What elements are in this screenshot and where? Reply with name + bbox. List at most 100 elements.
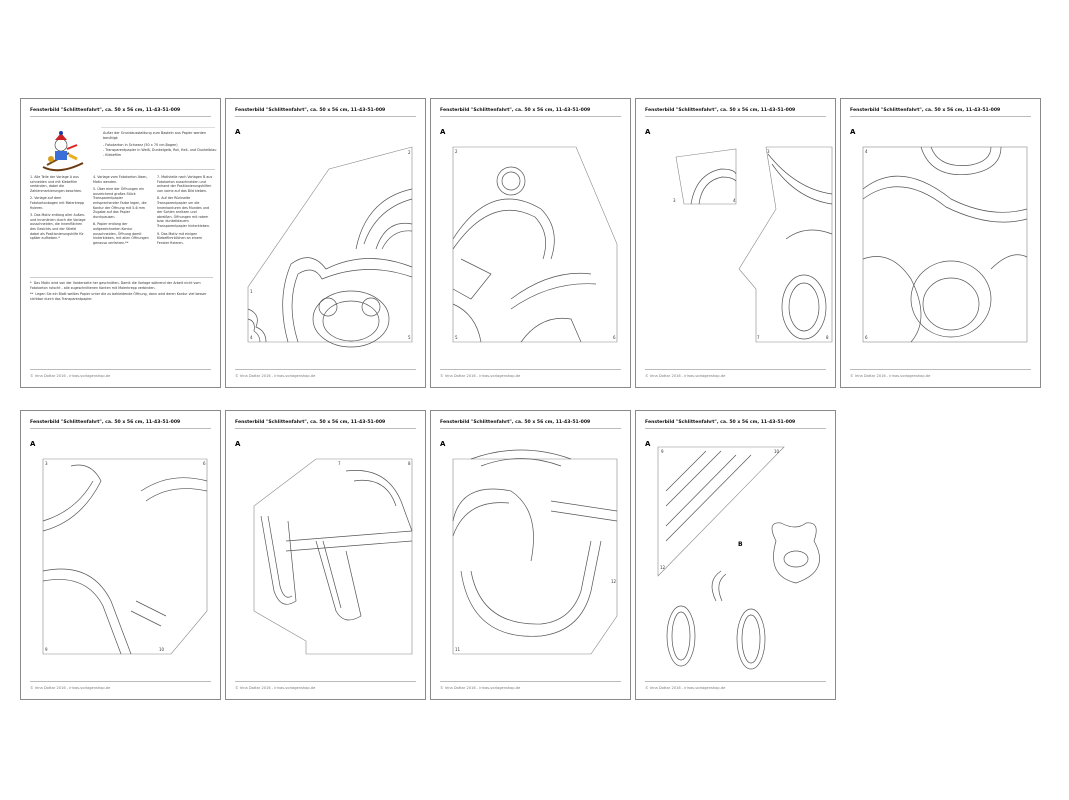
divider [645,681,826,682]
svg-text:4: 4 [865,149,868,154]
svg-text:10: 10 [774,449,780,454]
divider [645,428,826,429]
page-footer: © Irina Dottar 2016 - irinas-vorlagensho… [30,374,111,378]
svg-text:2: 2 [455,149,458,154]
pattern-drawing: 2 1 4 5 [247,146,413,348]
step-3: 3. Das Motiv entlang aller Außen- und In… [30,213,86,241]
page-title: Fensterbild "Schlittenfahrt", ca. 50 x 5… [30,420,181,425]
divider [235,116,416,117]
section-label: A [440,440,446,448]
page-footer: © Irina Dottar 2016 - irinas-vorlagensho… [645,374,726,378]
pattern-drawing: 7 8 [253,458,413,655]
page-1-instructions[interactable]: Fensterbild "Schlittenfahrt", ca. 50 x 5… [20,98,221,388]
svg-text:7: 7 [757,335,760,340]
section-label: A [645,128,651,136]
materials-heading: Außer der Grundausstattung zum Basteln a… [103,131,207,140]
page-9-pattern[interactable]: Fensterbild "Schlittenfahrt", ca. 50 x 5… [635,410,836,700]
page-4-pattern[interactable]: Fensterbild "Schlittenfahrt", ca. 50 x 5… [635,98,836,388]
page-title: Fensterbild "Schlittenfahrt", ca. 50 x 5… [235,108,386,113]
svg-text:12: 12 [611,579,617,584]
pattern-drawing: 4 6 [862,146,1028,343]
page-footer: © Irina Dottar 2016 - irinas-vorlagensho… [235,374,316,378]
pattern-drawing: 2 5 6 [452,146,618,343]
footnote-1: * Das Motiv wird von der Vorderseite her… [30,281,201,290]
sled-figure-illustration [30,127,215,278]
step-2: 2. Vorlage auf dem Fotokartonbogen mit M… [30,196,85,210]
section-label: A [235,128,241,136]
svg-text:10: 10 [159,647,165,652]
page-3-pattern[interactable]: Fensterbild "Schlittenfahrt", ca. 50 x 5… [430,98,631,388]
step-5: 5. Über eine der Öffnungen ein ausreiche… [93,187,147,219]
divider [440,369,621,370]
svg-text:2: 2 [408,150,411,155]
svg-text:6: 6 [203,461,206,466]
pattern-drawing: 3 6 9 10 [42,458,208,655]
page-title: Fensterbild "Schlittenfahrt", ca. 50 x 5… [850,108,1001,113]
svg-text:7: 7 [338,461,341,466]
page-footer: © Irina Dottar 2016 - irinas-vorlagensho… [30,686,111,690]
step-4: 4. Vorlage vom Fotokarton lösen, Motiv w… [93,175,148,184]
svg-text:6: 6 [613,335,616,340]
page-title: Fensterbild "Schlittenfahrt", ca. 50 x 5… [235,420,386,425]
svg-text:3: 3 [767,149,770,154]
pattern-drawing: 11 12 [452,449,618,655]
svg-text:4: 4 [250,335,253,340]
page-footer: © Irina Dottar 2016 - irinas-vorlagensho… [440,374,521,378]
svg-text:11: 11 [455,647,461,652]
page-2-pattern[interactable]: Fensterbild "Schlittenfahrt", ca. 50 x 5… [225,98,426,388]
divider [850,369,1031,370]
pattern-drawing: 3 4 3 7 8 [673,146,833,343]
section-label: A [440,128,446,136]
svg-text:3: 3 [673,198,676,203]
page-footer: © Irina Dottar 2016 - irinas-vorlagensho… [645,686,726,690]
svg-text:9: 9 [661,449,664,454]
page-title: Fensterbild "Schlittenfahrt", ca. 50 x 5… [645,108,796,113]
divider [30,681,211,682]
section-label: A [850,128,856,136]
page-title: Fensterbild "Schlittenfahrt", ca. 50 x 5… [440,420,591,425]
step-7: 7. Motivteile nach Vorlagen B aus Fotoka… [157,175,213,193]
svg-text:4: 4 [733,198,736,203]
step-9: 9. Das Motiv mit einigen Klebefilmröllch… [157,231,203,245]
page-7-pattern[interactable]: Fensterbild "Schlittenfahrt", ca. 50 x 5… [225,410,426,700]
section-label: A [235,440,241,448]
svg-text:9: 9 [45,647,48,652]
page-8-pattern[interactable]: Fensterbild "Schlittenfahrt", ca. 50 x 5… [430,410,631,700]
section-label-b: B [738,541,743,548]
svg-text:1: 1 [250,289,253,294]
divider [440,681,621,682]
divider [235,681,416,682]
material-item: - Klebefilm [103,153,122,157]
svg-text:6: 6 [865,335,868,340]
section-label: A [645,440,651,448]
material-item: - Transparentpapier in Weiß, Dunkelgelb,… [103,148,217,152]
svg-text:8: 8 [826,335,829,340]
divider [235,369,416,370]
page-6-pattern[interactable]: Fensterbild "Schlittenfahrt", ca. 50 x 5… [20,410,221,700]
svg-text:5: 5 [408,335,411,340]
step-1: 1. Alle Teile der Vorlage A aus schneide… [30,175,83,193]
section-label: A [30,440,36,448]
material-item: - Fotokarton in Schwarz (50 x 70 cm-Boge… [103,143,178,147]
svg-text:3: 3 [45,461,48,466]
divider [235,428,416,429]
svg-text:5: 5 [455,335,458,340]
page-5-pattern[interactable]: Fensterbild "Schlittenfahrt", ca. 50 x 5… [840,98,1041,388]
divider [440,116,621,117]
svg-text:8: 8 [408,461,411,466]
divider [850,116,1031,117]
divider [440,428,621,429]
page-footer: © Irina Dottar 2016 - irinas-vorlagensho… [235,686,316,690]
divider [30,428,211,429]
svg-text:12: 12 [660,565,666,570]
page-footer: © Irina Dottar 2016 - irinas-vorlagensho… [850,374,931,378]
page-title: Fensterbild "Schlittenfahrt", ca. 50 x 5… [30,108,181,113]
page-title: Fensterbild "Schlittenfahrt", ca. 50 x 5… [440,108,591,113]
divider [645,116,826,117]
page-title: Fensterbild "Schlittenfahrt", ca. 50 x 5… [645,420,796,425]
divider [645,369,826,370]
divider [30,369,211,370]
step-6: 6. Papier entlang der aufgezeichneten Ko… [93,222,149,245]
divider [30,116,211,117]
footnote-2: ** Legen Sie ein Blatt weißes Papier unt… [30,292,207,301]
